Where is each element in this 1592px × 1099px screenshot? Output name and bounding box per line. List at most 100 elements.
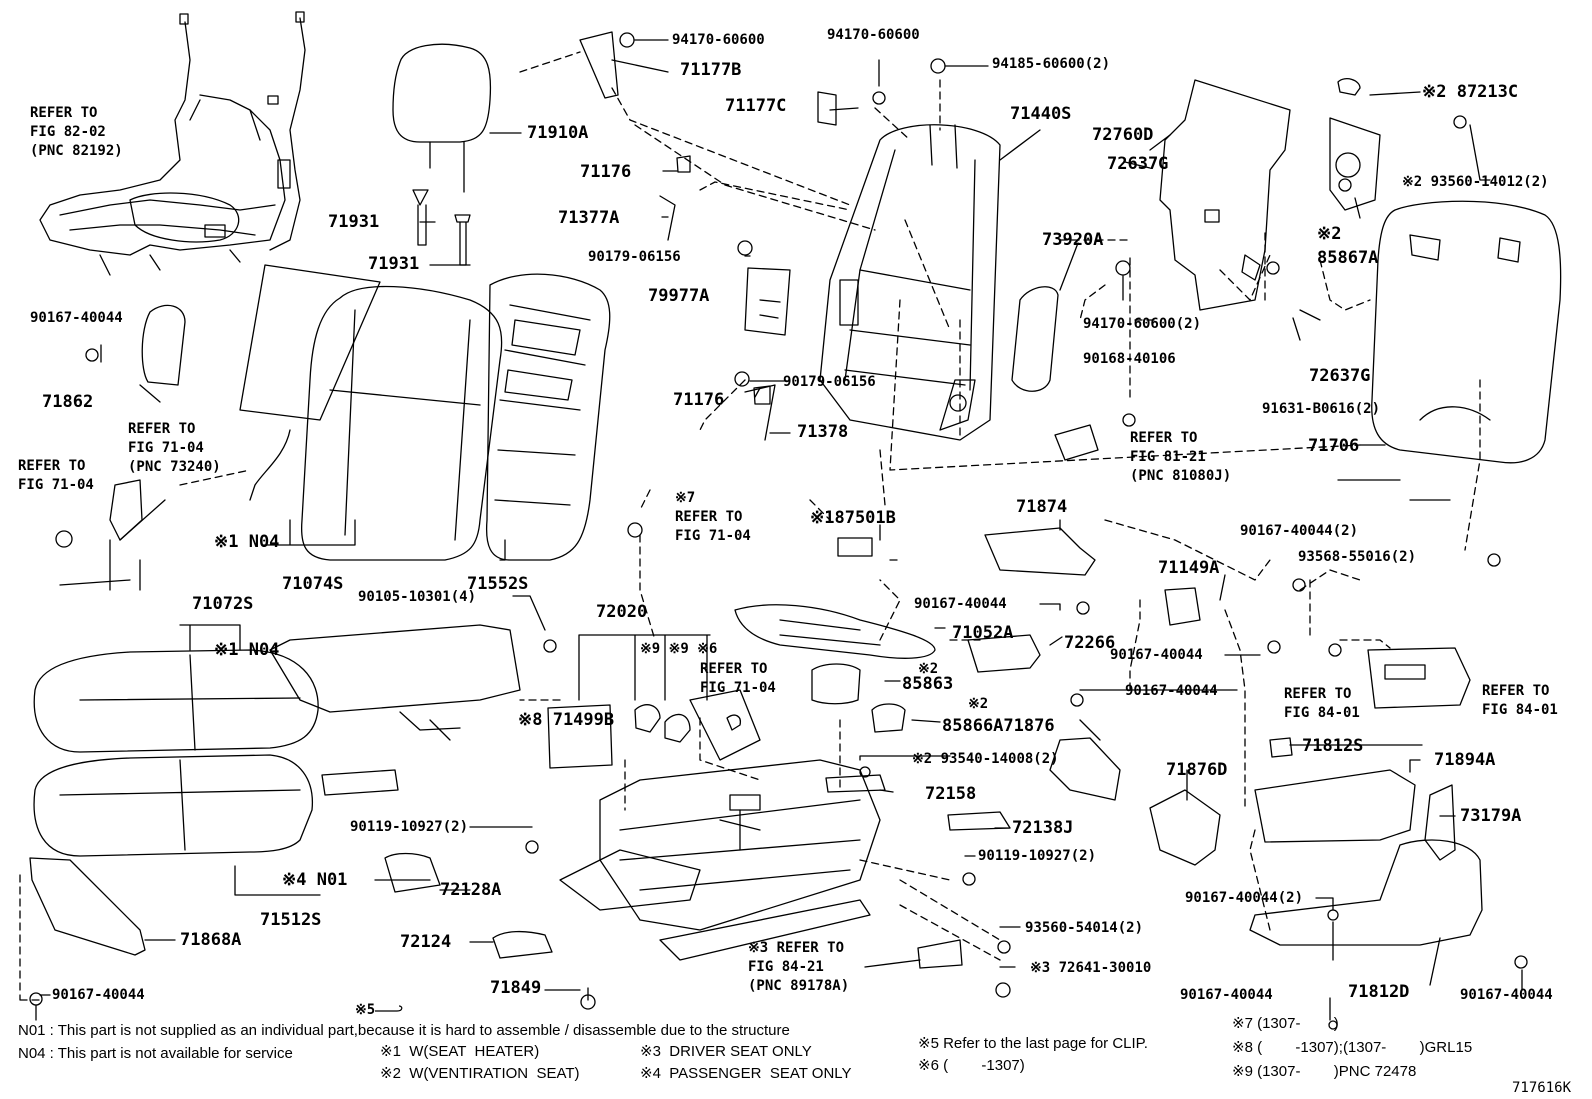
part-label: 72266 [1064, 633, 1116, 653]
clip-icon [375, 1005, 403, 1012]
part-label: 71910A [527, 123, 589, 143]
footnote-m8: ※8 ( -1307);(1307- )GRL15 [1232, 1039, 1473, 1056]
footnote-m3: ※3 DRIVER SEAT ONLY [640, 1043, 812, 1060]
part-label: 71052A [952, 623, 1014, 643]
part-label: ※1 N04 [214, 532, 280, 552]
back-board-drawing [1159, 79, 1291, 311]
part-label: 71177B [680, 60, 742, 80]
part-label: 72637G [1309, 366, 1371, 386]
leader-lines [35, 39, 1523, 1021]
footnote-m7: ※7 (1307- ) [1232, 1015, 1339, 1032]
part-label: ※9 ※9 ※6 [640, 641, 718, 657]
seat-adjuster-drawing [559, 689, 881, 961]
part-label: ※3 72641-30010 [1030, 960, 1152, 976]
seat-cushion-drawing [33, 624, 521, 857]
part-label: 90167-40044 [52, 987, 145, 1003]
part-label: 71849 [490, 978, 542, 998]
part-label: 71176 [580, 162, 632, 182]
part-label: ※2 87213C [1422, 82, 1519, 102]
part-label: ※1 N04 [214, 640, 280, 660]
part-label: ※4 N01 [282, 870, 348, 890]
part-label: 93568-55016(2) [1298, 549, 1417, 565]
part-label: 71931 [328, 212, 380, 232]
part-label: 72637G [1107, 154, 1169, 174]
part-label: 72020 [596, 602, 648, 622]
part-label: 85863 [902, 674, 954, 694]
seat-back-drawing [239, 264, 611, 561]
part-label: ※2 93540-14008(2) [912, 751, 1059, 767]
part-label: 90119-10927(2) [350, 819, 469, 835]
back-panel-drawing [1337, 200, 1562, 501]
part-label: 90179-06156 [588, 249, 681, 265]
part-label: 73179A [1460, 806, 1522, 826]
part-label: ※2 [1317, 224, 1342, 244]
part-label: 90167-40044 [30, 310, 123, 326]
blower-drawing [1329, 78, 1381, 211]
part-label: 71074S [282, 574, 344, 594]
cushion-wire-drawing [734, 537, 936, 659]
part-label: 71440S [1010, 104, 1072, 124]
small-parts-drawing [59, 31, 1483, 969]
part-label: 71177C [725, 96, 787, 116]
part-label: 90168-40106 [1083, 351, 1176, 367]
part-label: 79977A [648, 286, 710, 306]
part-label: 94185-60600(2) [992, 56, 1111, 72]
part-label: 71512S [260, 910, 322, 930]
part-label: ※187501B [810, 508, 896, 528]
part-label: 73920A [1042, 230, 1104, 250]
part-label: 90167-40044 [914, 596, 1007, 612]
part-label: 90167-40044(2) [1185, 890, 1304, 906]
part-label: 71149A [1158, 558, 1220, 578]
part-label: 90179-06156 [783, 374, 876, 390]
part-label: 71378 [797, 422, 849, 442]
part-label: 72138J [1012, 818, 1074, 838]
part-label: 71812S [1302, 736, 1364, 756]
headrest-drawing [392, 43, 492, 266]
part-label: 94170-60600 [827, 27, 920, 43]
part-label: 94170-60600(2) [1083, 316, 1202, 332]
part-label: 71072S [192, 594, 254, 614]
part-label: 90167-40044 [1125, 683, 1218, 699]
part-label: 90167-40044 [1460, 987, 1553, 1003]
front-panel-drawing [29, 857, 146, 956]
footnote-m4: ※4 PASSENGER SEAT ONLY [640, 1065, 852, 1082]
part-label: 72124 [400, 932, 452, 952]
dashed-assembly-lines [19, 51, 1481, 1001]
side-pad-drawing [1011, 286, 1059, 392]
part-label: 90105-10301(4) [358, 589, 477, 605]
footnote-n01: N01 : This part is not supplied as an in… [18, 1022, 790, 1039]
footnote-m1: ※1 W(SEAT HEATER) [380, 1043, 540, 1060]
part-label: 71706 [1308, 436, 1360, 456]
wire-harness-drawing [39, 11, 306, 276]
part-label: 71176 [673, 390, 725, 410]
part-label: 72158 [925, 784, 977, 804]
part-label: 85867A [1317, 248, 1379, 268]
part-label: 72760D [1092, 125, 1154, 145]
part-label: 71931 [368, 254, 420, 274]
part-label: 72128A [440, 880, 502, 900]
part-label: 71862 [42, 392, 94, 412]
part-label: 94170-60600 [672, 32, 765, 48]
part-label: 71876D [1166, 760, 1228, 780]
part-label: 90167-40044(2) [1240, 523, 1359, 539]
part-label: 90167-40044 [1180, 987, 1273, 1003]
part-label: 71894A [1434, 750, 1496, 770]
fasteners-drawing [29, 32, 1528, 1030]
part-label: 71874 [1016, 497, 1068, 517]
part-label: 90167-40044 [1110, 647, 1203, 663]
part-label: 71812D [1348, 982, 1410, 1002]
part-label: ※2 [968, 696, 989, 712]
footnote-m6: ※6 ( -1307) [918, 1057, 1025, 1074]
seat-back-frame-drawing [819, 124, 1001, 441]
figure-id: 717616K [1512, 1080, 1572, 1096]
